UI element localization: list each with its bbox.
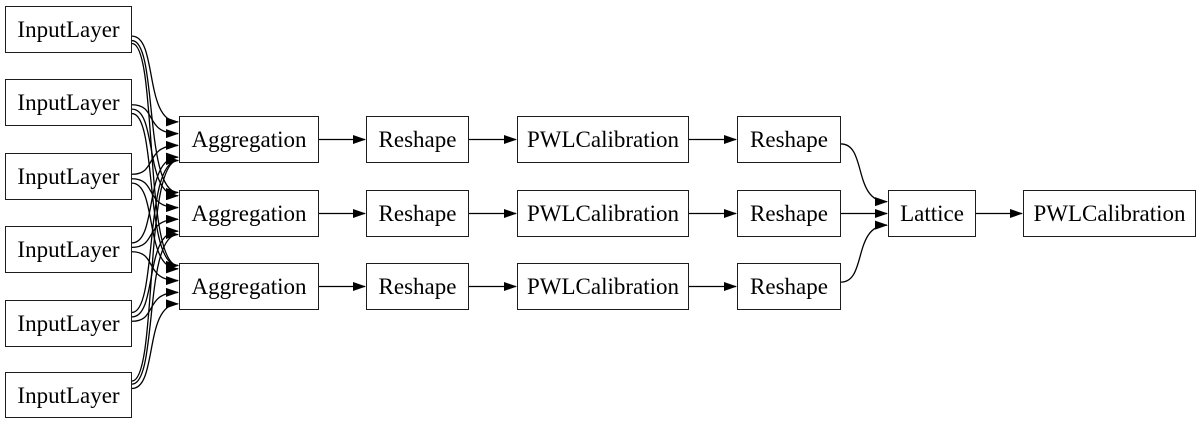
- edge-input4-agg1: [131, 152, 179, 244]
- edge-reshape3b-lattice: [840, 220, 888, 283]
- edge-input4-agg3: [131, 251, 179, 286]
- node-input2: InputLayer: [5, 79, 132, 126]
- node-pwlout: PWLCalibration: [1023, 190, 1196, 237]
- node-pwl3: PWLCalibration: [517, 263, 689, 310]
- edge-input1-agg2: [131, 39, 179, 197]
- edge-input3-agg1: [131, 140, 179, 175]
- node-pwl2: PWLCalibration: [517, 190, 689, 237]
- node-pwl1: PWLCalibration: [517, 116, 689, 163]
- node-agg3: Aggregation: [179, 263, 319, 310]
- edge-input6-agg3: [131, 299, 179, 390]
- edge-input5-agg2: [131, 226, 179, 318]
- edge-input6-agg2: [131, 230, 179, 385]
- edge-input2-agg1: [131, 104, 179, 139]
- node-reshape1b: Reshape: [737, 116, 841, 163]
- node-lattice: Lattice: [888, 190, 976, 237]
- node-input4: InputLayer: [5, 226, 132, 273]
- node-reshape3b: Reshape: [737, 263, 841, 310]
- edge-input1-agg1: [131, 35, 179, 127]
- edge-input2-agg2: [131, 108, 179, 201]
- node-agg2: Aggregation: [179, 190, 319, 237]
- edge-input4-agg2: [131, 214, 179, 248]
- node-input6: InputLayer: [5, 372, 132, 418]
- edge-input2-agg3: [131, 112, 179, 270]
- node-reshape3a: Reshape: [366, 263, 469, 310]
- edge-input3-agg3: [131, 182, 179, 274]
- node-input3: InputLayer: [5, 153, 132, 200]
- edge-input5-agg3: [131, 287, 179, 322]
- node-input5: InputLayer: [5, 300, 132, 347]
- edge-input6-agg1: [131, 156, 179, 382]
- edge-reshape1b-lattice: [840, 143, 888, 207]
- edge-input1-agg3: [131, 42, 179, 270]
- node-input1: InputLayer: [5, 6, 132, 53]
- node-agg1: Aggregation: [179, 116, 319, 163]
- edge-input3-agg2: [131, 178, 179, 213]
- edge-input5-agg1: [131, 156, 179, 314]
- node-reshape1a: Reshape: [366, 116, 469, 163]
- node-reshape2b: Reshape: [737, 190, 841, 237]
- node-reshape2a: Reshape: [366, 190, 469, 237]
